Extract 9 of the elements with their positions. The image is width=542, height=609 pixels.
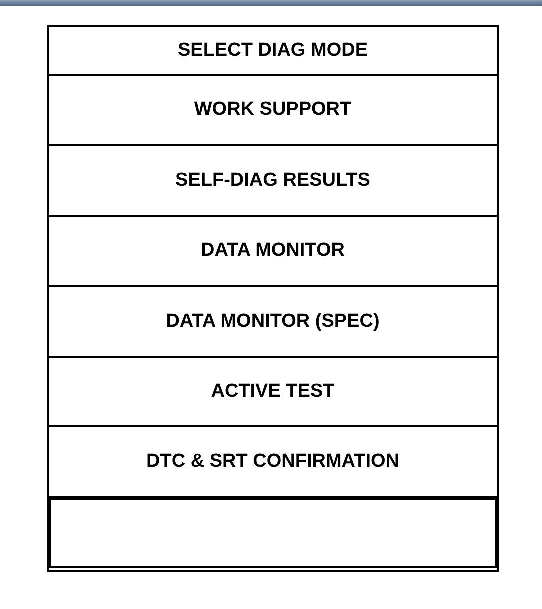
menu-label: ACTIVE TEST (211, 380, 335, 402)
menu-label: SELECT DIAG MODE (178, 40, 368, 62)
menu-label: DATA MONITOR (SPEC) (166, 310, 380, 332)
menu-label: DTC & SRT CONFIRMATION (146, 450, 400, 472)
menu-label: DATA MONITOR (201, 240, 345, 262)
empty-row (49, 498, 497, 568)
menu-frame (47, 25, 499, 572)
menu-label: WORK SUPPORT (194, 99, 352, 121)
menu-label: SELF-DIAG RESULTS (176, 170, 370, 192)
